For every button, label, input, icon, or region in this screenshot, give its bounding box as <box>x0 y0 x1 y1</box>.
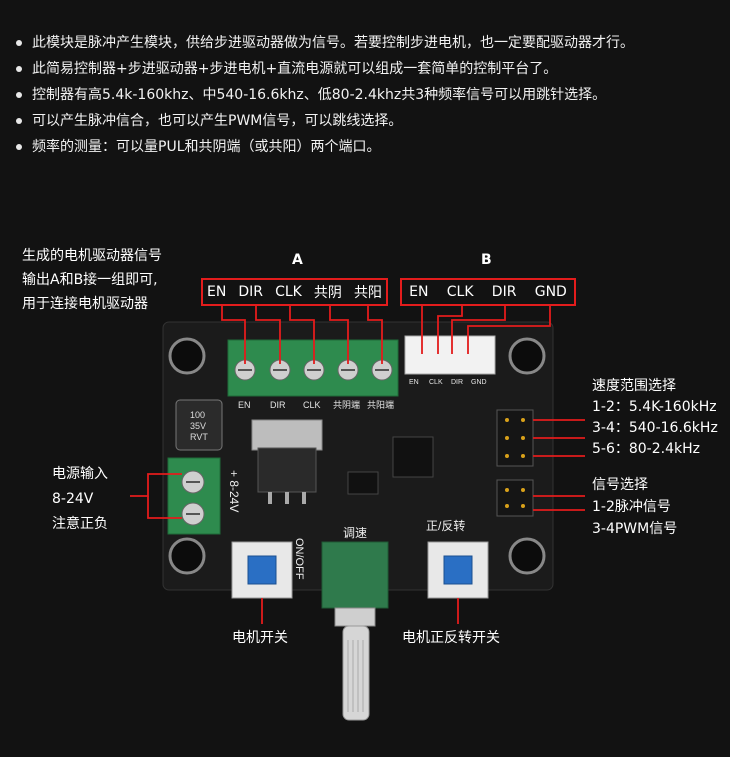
silk-header-en: EN <box>409 379 419 386</box>
direction-switch <box>427 541 489 599</box>
group-b-pin: CLK <box>446 284 474 300</box>
small-ic <box>347 471 379 495</box>
silk-forward-reverse: 正/反转 <box>426 518 465 533</box>
output-callout: 生成的电机驱动器信号 输出A和B接一组即可, 用于连接电机驱动器 <box>22 248 162 312</box>
speed-range-callout: 速度范围选择 1-2：5.4K-160kHz 3-4：540-16.6kHz 5… <box>592 378 718 457</box>
signal-select-callout: 信号选择 1-2脉冲信号 3-4PWM信号 <box>592 477 678 537</box>
cap-text-voltage: 35V <box>190 421 206 431</box>
group-a-box <box>201 278 388 306</box>
feature-item: 此简易控制器+步进驱动器+步进电机+直流电源就可以组成一套简单的控制平台了。 <box>14 56 724 82</box>
group-b-pins: EN CLK DIR GND <box>400 278 576 306</box>
group-a-pin: 共阴 <box>313 285 342 301</box>
bullet-dot <box>16 118 22 124</box>
silk-dir: DIR <box>270 400 286 410</box>
group-a-pin: 共阳 <box>353 285 382 301</box>
feature-item: 频率的测量：可以量PUL和共阴端（或共阳）两个端口。 <box>14 134 724 160</box>
group-a-label: A <box>292 252 303 268</box>
group-a-pin: EN <box>207 284 227 300</box>
silk-power-label: + 8-24V <box>227 470 241 512</box>
electrolytic-capacitor: 100 35V RVT <box>175 399 223 451</box>
mounting-holes <box>168 337 546 575</box>
terminal-silk-labels: EN DIR CLK 共阴端 共阳端 <box>238 399 394 410</box>
group-a-pin: DIR <box>238 284 264 300</box>
silk-speed-adjust: 调速 <box>343 526 367 540</box>
silk-clk: CLK <box>303 400 321 410</box>
group-b-pin: EN <box>409 284 429 300</box>
group-b-box <box>400 278 576 306</box>
silk-common-anode: 共阳端 <box>367 399 394 410</box>
motor-switch-label: 电机开关 <box>232 630 288 646</box>
signal-terminal-block <box>227 339 399 397</box>
feature-item: 此模块是脉冲产生模块，供给步进驱动器做为信号。若要控制步进电机，也一定要配驱动器… <box>14 30 724 56</box>
bullet-dot <box>16 66 22 72</box>
silk-header-gnd: GND <box>471 379 487 386</box>
speed-potentiometer <box>321 541 389 721</box>
cap-text-value: 100 <box>190 410 205 420</box>
group-b-pin: DIR <box>491 284 517 300</box>
silk-header-dir: DIR <box>451 379 463 386</box>
silk-on-off: ON/OFF <box>293 538 305 580</box>
speed-jumper-header <box>496 409 534 467</box>
silk-common-cathode: 共阴端 <box>333 399 360 410</box>
power-terminal-block <box>167 457 221 535</box>
signal-jumper-header <box>496 479 534 517</box>
silk-en: EN <box>238 400 251 410</box>
power-input-callout: 电源输入 8-24V 注意正负 <box>52 466 108 532</box>
microcontroller-chip <box>392 436 434 478</box>
voltage-regulator <box>251 419 323 504</box>
silk-header-clk: CLK <box>429 379 443 386</box>
group-b-pin: GND <box>534 284 567 300</box>
group-a-pin: CLK <box>275 284 302 300</box>
feature-item: 可以产生脉冲信合，也可以产生PWM信号，可以跳线选择。 <box>14 108 724 134</box>
bullet-dot <box>16 144 22 150</box>
bullet-dot <box>16 40 22 46</box>
signal-header-connector <box>404 335 496 375</box>
feature-list: 此模块是脉冲产生模块，供给步进驱动器做为信号。若要控制步进电机，也一定要配驱动器… <box>14 30 724 160</box>
header-silk-labels: EN CLK DIR GND <box>409 379 487 386</box>
group-b-label: B <box>481 252 492 268</box>
callout-leader-lines <box>130 306 585 624</box>
direction-switch-label: 电机正反转开关 <box>402 630 500 646</box>
feature-item: 控制器有高5.4k-160khz、中540-16.6khz、低80-2.4khz… <box>14 82 724 108</box>
group-a-pins: EN DIR CLK 共阴 共阳 <box>201 278 388 306</box>
bullet-dot <box>16 92 22 98</box>
on-off-switch <box>231 541 293 599</box>
cap-text-brand: RVT <box>190 432 208 442</box>
